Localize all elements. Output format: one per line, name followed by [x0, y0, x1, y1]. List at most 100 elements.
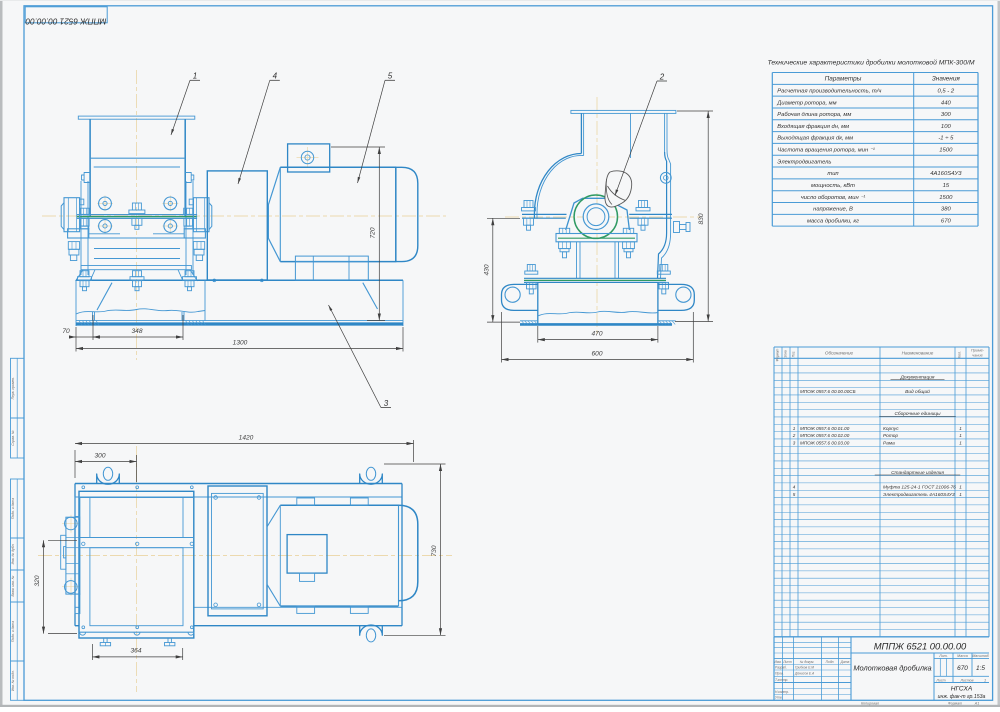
svg-text:600: 600 [591, 351, 602, 358]
svg-text:№ докум.: № докум. [800, 660, 815, 664]
svg-text:3: 3 [793, 440, 796, 445]
svg-text:Вид общий: Вид общий [905, 388, 930, 395]
svg-text:15: 15 [943, 183, 950, 189]
svg-text:Изм.: Изм. [774, 660, 781, 664]
svg-text:Перв. примен.: Перв. примен. [11, 377, 15, 400]
svg-text:Подп. и дата: Подп. и дата [11, 498, 15, 519]
svg-text:1420: 1420 [239, 435, 254, 442]
svg-text:300: 300 [94, 453, 105, 460]
svg-text:4А160S4У3: 4А160S4У3 [930, 171, 962, 177]
svg-text:МПОЖ 0557.6 00.00.00СБ: МПОЖ 0557.6 00.00.00СБ [800, 389, 856, 394]
svg-text:Кол.: Кол. [958, 351, 962, 358]
svg-text:1: 1 [984, 678, 986, 682]
svg-text:Рабочая длина ротора, мм: Рабочая длина ротора, мм [777, 112, 851, 118]
svg-text:Параметры: Параметры [825, 76, 862, 83]
svg-text:5: 5 [388, 72, 393, 81]
svg-text:Формат: Формат [776, 348, 780, 361]
svg-text:Зона: Зона [784, 350, 788, 357]
svg-text:1: 1 [959, 484, 962, 489]
svg-text:МПОЖ 0557.6 00.01.00: МПОЖ 0557.6 00.01.00 [800, 426, 850, 431]
svg-text:Инв. № дубл.: Инв. № дубл. [11, 544, 15, 565]
svg-text:МПОЖ 0557.6 00.03.00: МПОЖ 0557.6 00.03.00 [800, 440, 850, 445]
svg-text:1500: 1500 [939, 148, 953, 154]
svg-text:Приме-: Приме- [971, 349, 985, 353]
svg-text:1: 1 [793, 426, 796, 431]
svg-text:МПОЖ 0557.6 00.02.00: МПОЖ 0557.6 00.02.00 [800, 433, 850, 438]
svg-text:Пров.: Пров. [775, 671, 784, 675]
svg-text:730: 730 [431, 545, 438, 556]
svg-text:Входящая фракция dн, мм: Входящая фракция dн, мм [777, 124, 849, 130]
svg-text:440: 440 [941, 100, 952, 106]
svg-text:число оборотов, мин ⁻¹: число оборотов, мин ⁻¹ [801, 195, 866, 201]
svg-text:Технические характеристики дро: Технические характеристики дробилки моло… [767, 58, 974, 66]
svg-text:Лист: Лист [782, 660, 792, 664]
svg-text:Диаметр ротора, мм: Диаметр ротора, мм [776, 100, 836, 106]
svg-text:4: 4 [793, 484, 796, 489]
svg-text:Ротор: Ротор [883, 433, 898, 439]
svg-text:тип: тип [827, 171, 839, 177]
svg-text:430: 430 [483, 264, 490, 275]
svg-text:348: 348 [131, 328, 142, 335]
svg-text:Листов: Листов [959, 678, 973, 682]
svg-text:Грибков Е.М: Грибков Е.М [795, 666, 814, 670]
svg-text:1: 1 [959, 433, 962, 438]
svg-text:470: 470 [591, 331, 602, 338]
svg-text:A1: A1 [974, 701, 979, 705]
svg-text:100: 100 [941, 124, 952, 130]
svg-text:300: 300 [941, 112, 952, 118]
svg-text:1: 1 [959, 426, 962, 431]
svg-text:Молотковая дробилка: Молотковая дробилка [853, 664, 931, 673]
svg-text:Утв.: Утв. [775, 696, 783, 700]
svg-text:4: 4 [273, 72, 278, 81]
svg-text:1: 1 [959, 492, 962, 497]
svg-text:Выходящая фракция dк, мм: Выходящая фракция dк, мм [777, 136, 853, 142]
svg-text:Справ. №: Справ. № [11, 430, 15, 446]
svg-text:3: 3 [384, 399, 389, 408]
svg-text:Электродвигатель: Электродвигатель [777, 159, 831, 165]
svg-text:Н.контр.: Н.контр. [775, 690, 789, 694]
svg-text:364: 364 [130, 647, 141, 654]
svg-text:Масштаб: Масштаб [972, 654, 989, 658]
svg-text:Лист: Лист [935, 678, 945, 682]
svg-text:Разраб.: Разраб. [775, 666, 787, 670]
svg-text:380: 380 [941, 207, 952, 213]
svg-text:Масса: Масса [957, 654, 968, 658]
svg-text:70: 70 [62, 328, 70, 335]
svg-text:НГСХА: НГСХА [951, 685, 973, 692]
svg-text:5: 5 [793, 492, 796, 497]
svg-text:Дата: Дата [840, 660, 850, 664]
svg-text:2: 2 [792, 433, 796, 438]
svg-text:инж. фак-т гр.153а: инж. фак-т гр.153а [938, 694, 986, 700]
svg-text:1500: 1500 [939, 195, 953, 201]
svg-text:мощность, кВт: мощность, кВт [811, 183, 855, 189]
svg-text:МППЖ 6521 00.00.00: МППЖ 6521 00.00.00 [874, 640, 967, 651]
svg-text:Денисов Е.А: Денисов Е.А [794, 671, 815, 675]
svg-text:Электродвигатель 4А160S4У3: Электродвигатель 4А160S4У3 [883, 492, 955, 498]
svg-text:масса дробилки, кг: масса дробилки, кг [807, 218, 859, 224]
svg-text:Значения: Значения [932, 76, 960, 83]
svg-text:Муфта 125-24-1 ГОСТ 21006-76: Муфта 125-24-1 ГОСТ 21006-76 [883, 484, 956, 490]
svg-text:1: 1 [959, 440, 962, 445]
svg-text:чание: чание [972, 354, 982, 358]
svg-text:Т.контр.: Т.контр. [775, 678, 788, 682]
svg-text:2: 2 [659, 72, 665, 81]
svg-text:Инв. № подл.: Инв. № подл. [11, 670, 15, 691]
svg-text:1: 1 [193, 72, 197, 81]
svg-text:Расчетная производительность,: Расчетная производительность, т/ч [777, 88, 881, 94]
svg-text:1300: 1300 [233, 340, 248, 347]
svg-text:-1 ÷ 5: -1 ÷ 5 [938, 136, 954, 142]
svg-text:Поз.: Поз. [792, 351, 796, 358]
svg-text:Лит.: Лит. [938, 654, 947, 658]
svg-text:Обозначение: Обозначение [825, 351, 854, 356]
svg-text:МППЖ 6521 00.00.00: МППЖ 6521 00.00.00 [25, 17, 106, 26]
svg-text:Копировал: Копировал [861, 701, 879, 705]
svg-text:Наименование: Наименование [902, 351, 934, 356]
svg-text:Взам. инв. №: Взам. инв. № [11, 575, 15, 596]
svg-text:0,5 - 2: 0,5 - 2 [937, 88, 954, 94]
svg-text:Подп.: Подп. [826, 660, 835, 664]
svg-text:670: 670 [941, 218, 952, 224]
svg-text:670: 670 [957, 665, 968, 672]
svg-text:напряжение, В: напряжение, В [813, 207, 853, 213]
svg-text:Формат: Формат [948, 701, 962, 705]
svg-text:Частота вращения ротора, мин ⁻: Частота вращения ротора, мин ⁻¹ [777, 148, 875, 154]
